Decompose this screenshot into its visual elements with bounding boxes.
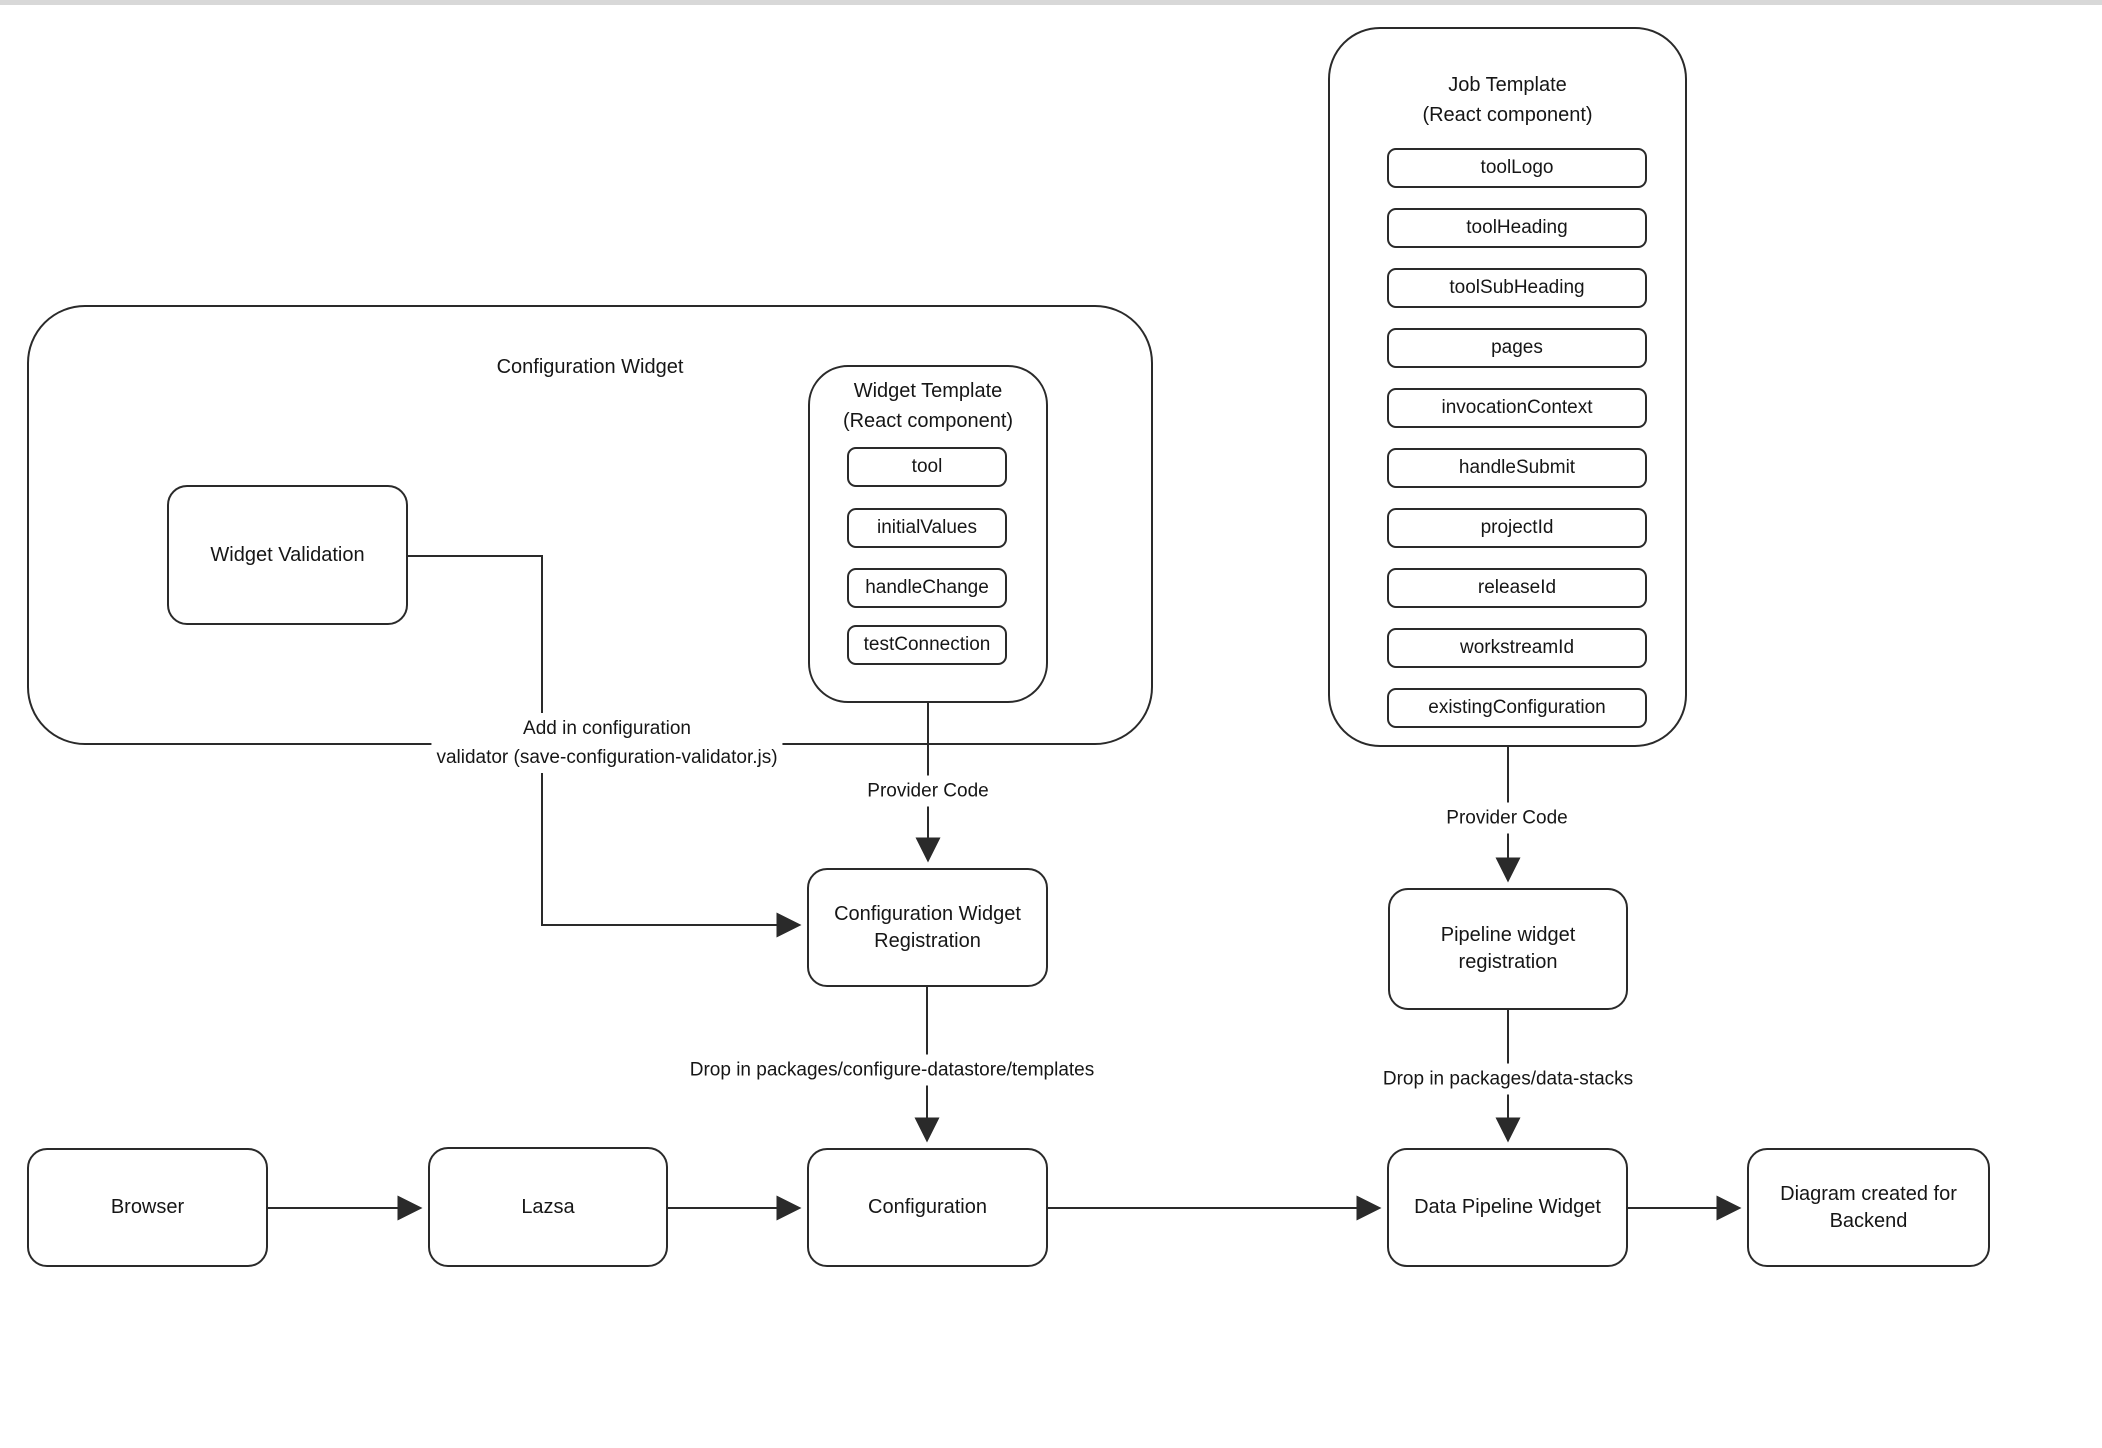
job-template-item-invocationcontext: invocationContext — [1387, 388, 1647, 428]
widget-template-title: Widget Template — [853, 380, 1003, 402]
job-template-item-releaseid: releaseId — [1387, 568, 1647, 608]
node-pipeline-widget-registration: Pipeline widget registration — [1388, 888, 1628, 1010]
node-browser: Browser — [27, 1148, 268, 1267]
job-template-item-projectid: projectId — [1387, 508, 1647, 548]
node-diagram-created-for-backend: Diagram created for Backend — [1747, 1148, 1990, 1267]
widget-template-item-testconnection: testConnection — [847, 625, 1007, 665]
node-widget-validation: Widget Validation — [167, 485, 408, 625]
widget-template-item-initialvalues: initialValues — [847, 508, 1007, 548]
job-template-item-pages: pages — [1387, 328, 1647, 368]
widget-template-item-handlechange: handleChange — [847, 568, 1007, 608]
edge-label-provider-code-right: Provider Code — [1441, 802, 1573, 834]
node-configuration-widget-registration: Configuration Widget Registration — [807, 868, 1048, 987]
job-template-subtitle: (React component) — [1422, 104, 1593, 126]
job-template-title: Job Template — [1448, 74, 1567, 96]
edge-label-drop-templates: Drop in packages/configure-datastore/tem… — [684, 1054, 1100, 1086]
edge-label-drop-data-stacks: Drop in packages/data-stacks — [1377, 1063, 1639, 1095]
job-template-item-toolheading: toolHeading — [1387, 208, 1647, 248]
node-data-pipeline-widget: Data Pipeline Widget — [1387, 1148, 1628, 1267]
job-template-item-workstreamid: workstreamId — [1387, 628, 1647, 668]
node-lazsa: Lazsa — [428, 1147, 668, 1267]
job-template-item-existingconfiguration: existingConfiguration — [1387, 688, 1647, 728]
job-template-container — [1328, 27, 1687, 747]
window-chrome-strip — [0, 0, 2102, 5]
node-configuration: Configuration — [807, 1148, 1048, 1267]
widget-template-item-tool: tool — [847, 447, 1007, 487]
configuration-widget-title: Configuration Widget — [496, 356, 684, 378]
edge-label-add-validator: Add in configuration validator (save-con… — [431, 713, 783, 773]
edge-label-provider-code-left: Provider Code — [862, 775, 994, 807]
job-template-item-toollogo: toolLogo — [1387, 148, 1647, 188]
job-template-item-toolsubheading: toolSubHeading — [1387, 268, 1647, 308]
widget-template-subtitle: (React component) — [842, 410, 1014, 432]
job-template-item-handlesubmit: handleSubmit — [1387, 448, 1647, 488]
